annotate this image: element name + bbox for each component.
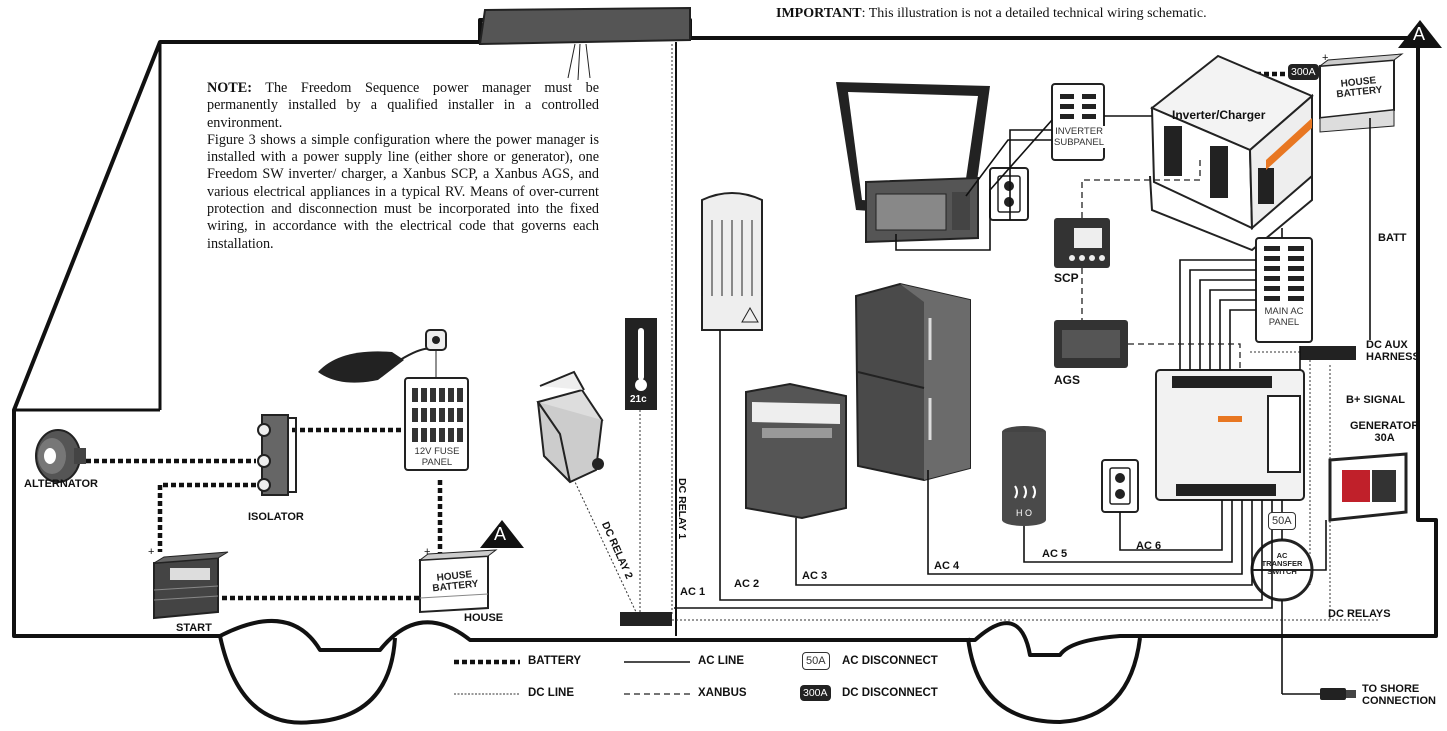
ac-outlet-upper [989,167,1029,221]
dc-aux-harness-block [1300,346,1356,360]
installation-note: NOTE: The Freedom Sequence power manager… [207,80,599,252]
isolator-label: ISOLATOR [248,511,304,523]
scp-panel [1054,218,1110,268]
marker-a-right-text: A [1413,24,1426,44]
ac-outlet-lower [1101,459,1139,513]
inverter-charger [1149,54,1314,252]
alternator-label: ALTERNATOR [24,478,98,490]
generator [1328,452,1408,522]
dc-relays-label: DC RELAYS [1328,608,1391,620]
water-heater-label: H O [1004,508,1044,519]
legend-dc-disconnect: DC DISCONNECT [842,687,938,699]
legend-ac-line: AC LINE [698,655,744,667]
legend-dc-line: DC LINE [528,687,574,699]
thermostat-reading: 21c [630,394,647,405]
thermostat [625,318,657,410]
inverter-charger-label: Inverter/Charger [1172,108,1266,122]
dc-relay-terminal [620,612,672,626]
rear-wheel-arch [966,637,1142,725]
ac1-label: AC 1 [680,586,706,598]
house-battery-right [1318,53,1404,133]
start-label: START [176,622,212,634]
legend-xanbus: XANBUS [698,687,747,699]
legend-graphics [454,659,690,695]
xanbus-lines [1081,160,1241,370]
ac-disconnect-50a-badge: 50A [1268,512,1296,530]
batt-wire-label: BATT [1378,232,1407,244]
ags-panel [1054,320,1128,368]
house-label: HOUSE [464,612,504,624]
ac2-label: AC 2 [734,578,760,590]
marker-a-left-text: A [494,524,507,544]
shore-plug [1320,688,1356,700]
battery-lines [86,71,1290,601]
start-plus: + [148,546,155,558]
marker-a-left [480,520,524,548]
roof-ac-unit [478,6,691,46]
power-manager [1155,369,1305,501]
dishwasher [745,382,847,520]
alternator [35,429,86,483]
inverter-subpanel [1051,83,1105,161]
ac6-label: AC 6 [1136,540,1162,552]
isolator [257,414,297,496]
microwave [865,176,979,244]
house-plus: + [424,546,431,558]
space-heater [701,192,763,331]
house-battery-left [418,549,498,614]
ac-lines [674,115,1371,695]
legend-battery: BATTERY [528,655,582,667]
dc-disconnect-300a-badge: 300A [1288,64,1319,80]
note-label: NOTE: [207,80,252,96]
ac5-label: AC 5 [1042,548,1068,560]
refrigerator [854,282,971,482]
b-signal-label: B+ SIGNAL [1346,394,1405,406]
legend-ac-disconnect: AC DISCONNECT [842,655,938,667]
legend-dc-disconnect-badge: 300A [800,685,831,701]
rv-body-outline [12,18,1438,657]
dc-relay-1-label: DC RELAY 1 [676,478,688,540]
note-figure-description: Figure 3 shows a simple configuration wh… [207,131,599,252]
house-right-plus: + [1322,52,1329,64]
cooler [536,370,604,484]
water-heater [1002,426,1046,526]
important-disclaimer: IMPORTANT: This illustration is not a de… [776,6,1207,21]
legend-ac-disconnect-badge: 50A [802,652,830,670]
scp-label: SCP [1054,271,1079,285]
vacuum [318,329,447,383]
ags-label: AGS [1054,373,1081,387]
ac3-label: AC 3 [802,570,828,582]
front-wheel-arch [218,635,397,725]
start-battery [153,551,229,620]
ac4-label: AC 4 [934,560,960,572]
marker-a-right [1398,20,1442,48]
